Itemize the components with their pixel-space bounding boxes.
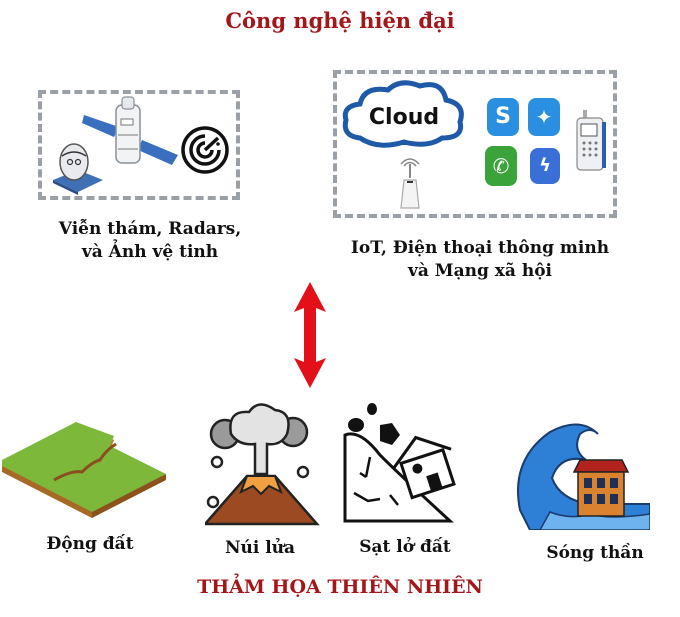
mobile-phone-icon <box>576 110 606 171</box>
landslide-icon <box>343 403 456 523</box>
wifi-router-icon <box>400 158 420 209</box>
satellite-icon <box>82 96 178 165</box>
remote-sensing-label-line2: và Ảnh vệ tinh <box>81 241 219 262</box>
remote-sensing-label: Viễn thám, Radars, và Ảnh vệ tinh <box>20 218 280 264</box>
double-arrow-vertical-icon <box>294 282 326 388</box>
iot-label: IoT, Điện thoại thông minh và Mạng xã hộ… <box>320 237 640 283</box>
header-title: Công nghệ hiện đại <box>225 8 455 33</box>
earthquake-icon <box>2 422 166 518</box>
iot-panel <box>333 70 617 218</box>
volcano-label: Núi lửa <box>224 538 296 558</box>
iot-label-line1: IoT, Điện thoại thông minh <box>350 238 610 258</box>
tsunami-icon <box>517 423 650 530</box>
skype-icon: S <box>487 98 519 136</box>
earthquake-label: Động đất <box>46 534 134 554</box>
radar-icon <box>181 126 229 174</box>
iot-label-line2: và Mạng xã hội <box>407 260 553 281</box>
messenger-icon: ϟ <box>530 148 560 184</box>
remote-sensing-label-line1: Viễn thám, Radars, <box>58 219 242 239</box>
twitter-icon: ✦ <box>528 98 560 136</box>
remote-sensing-panel <box>38 90 240 200</box>
landslide-label: Sạt lở đất <box>359 537 451 557</box>
cloud-text: Cloud <box>369 105 439 130</box>
footer-title: THẢM HỌA THIÊN NHIÊN <box>197 576 483 598</box>
whatsapp-icon: ✆ <box>485 146 517 186</box>
tsunami-label: Sóng thần <box>546 543 644 563</box>
ground-antenna-icon <box>53 143 103 195</box>
cloud-icon: Cloud <box>342 80 464 148</box>
volcano-icon <box>205 403 320 526</box>
